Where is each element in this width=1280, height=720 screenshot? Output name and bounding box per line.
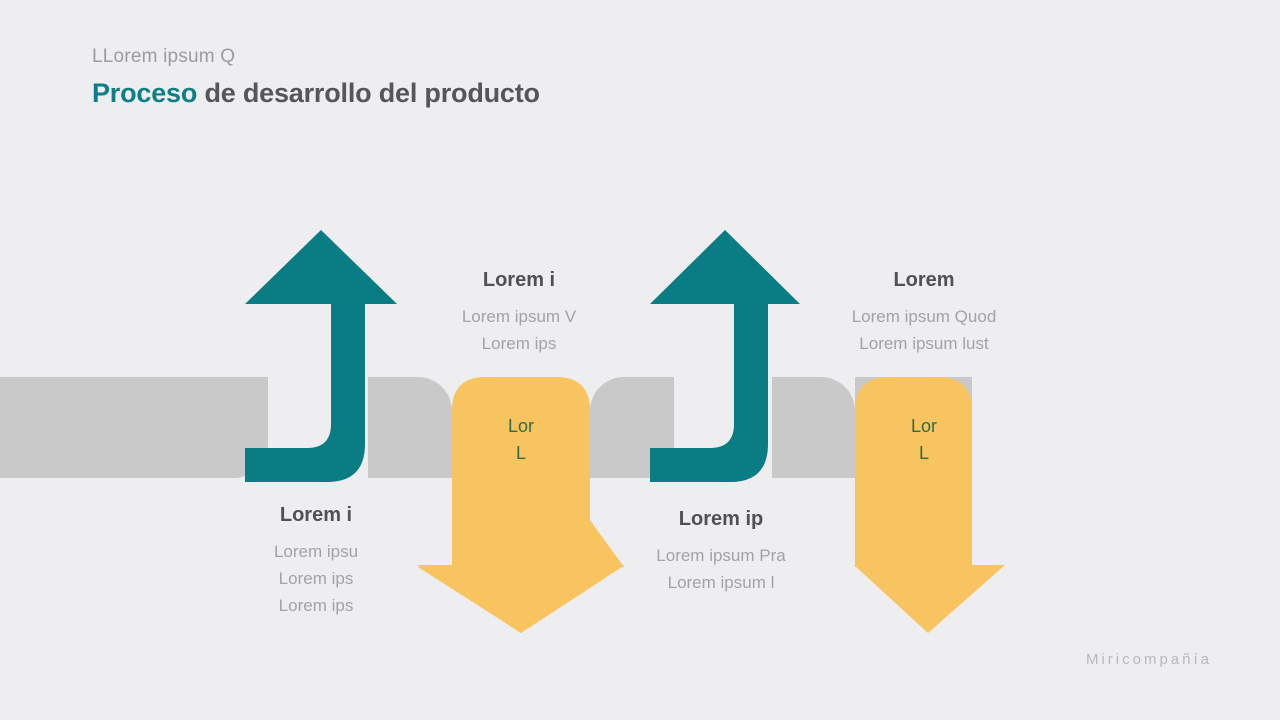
callout-step-4-body: Lorem ipsum Quod Lorem ipsum lust xyxy=(851,307,997,353)
process-arrow-up-2[interactable] xyxy=(650,230,800,482)
arrow-up-shape-1 xyxy=(245,230,397,482)
arrow-down-body-1 xyxy=(417,377,625,633)
callout-step-3: Lorem ip Lorem ipsum Pra Lorem ipsum l xyxy=(601,505,841,596)
callout-step-2-title: Lorem i xyxy=(482,269,556,291)
callout-step-4: Lorem Lorem ipsum Quod Lorem ipsum lust xyxy=(804,266,1044,357)
slide-header: LLorem ipsum Q Proceso de desarrollo del… xyxy=(92,44,992,109)
callout-step-3-title: Lorem ip xyxy=(678,508,764,530)
footer-brand: Miricompañía xyxy=(1085,651,1212,668)
callout-step-1: Lorem i Lorem ipsu Lorem ips Lorem ips xyxy=(206,501,426,619)
timeline-band-segment-2b xyxy=(368,377,418,478)
callout-step-2-body: Lorem ipsum V Lorem ips xyxy=(461,307,577,353)
arrow-down-body-2 xyxy=(855,377,972,567)
callout-step-4-title: Lorem xyxy=(893,269,955,291)
page-title: Proceso de desarrollo del producto xyxy=(92,77,992,109)
process-arrow-down-1[interactable] xyxy=(417,377,625,633)
process-arrow-up-1[interactable] xyxy=(245,230,397,482)
timeline-band-segment-4b xyxy=(772,377,821,478)
eyebrow-text: LLorem ipsum Q xyxy=(92,46,236,67)
page-title-rest: de desarrollo del producto xyxy=(197,78,540,108)
timeline-band-segment-1 xyxy=(0,377,268,478)
callout-step-2: Lorem i Lorem ipsum V Lorem ips xyxy=(409,266,629,357)
process-arrow-down-2[interactable] xyxy=(854,377,1005,633)
callout-step-1-body: Lorem ipsu Lorem ips Lorem ips xyxy=(273,542,359,615)
callout-step-3-body: Lorem ipsum Pra Lorem ipsum l xyxy=(656,546,786,592)
callout-step-1-title: Lorem i xyxy=(279,504,353,526)
page-title-accent: Proceso xyxy=(92,78,198,108)
arrow-up-shape-2 xyxy=(650,230,800,482)
